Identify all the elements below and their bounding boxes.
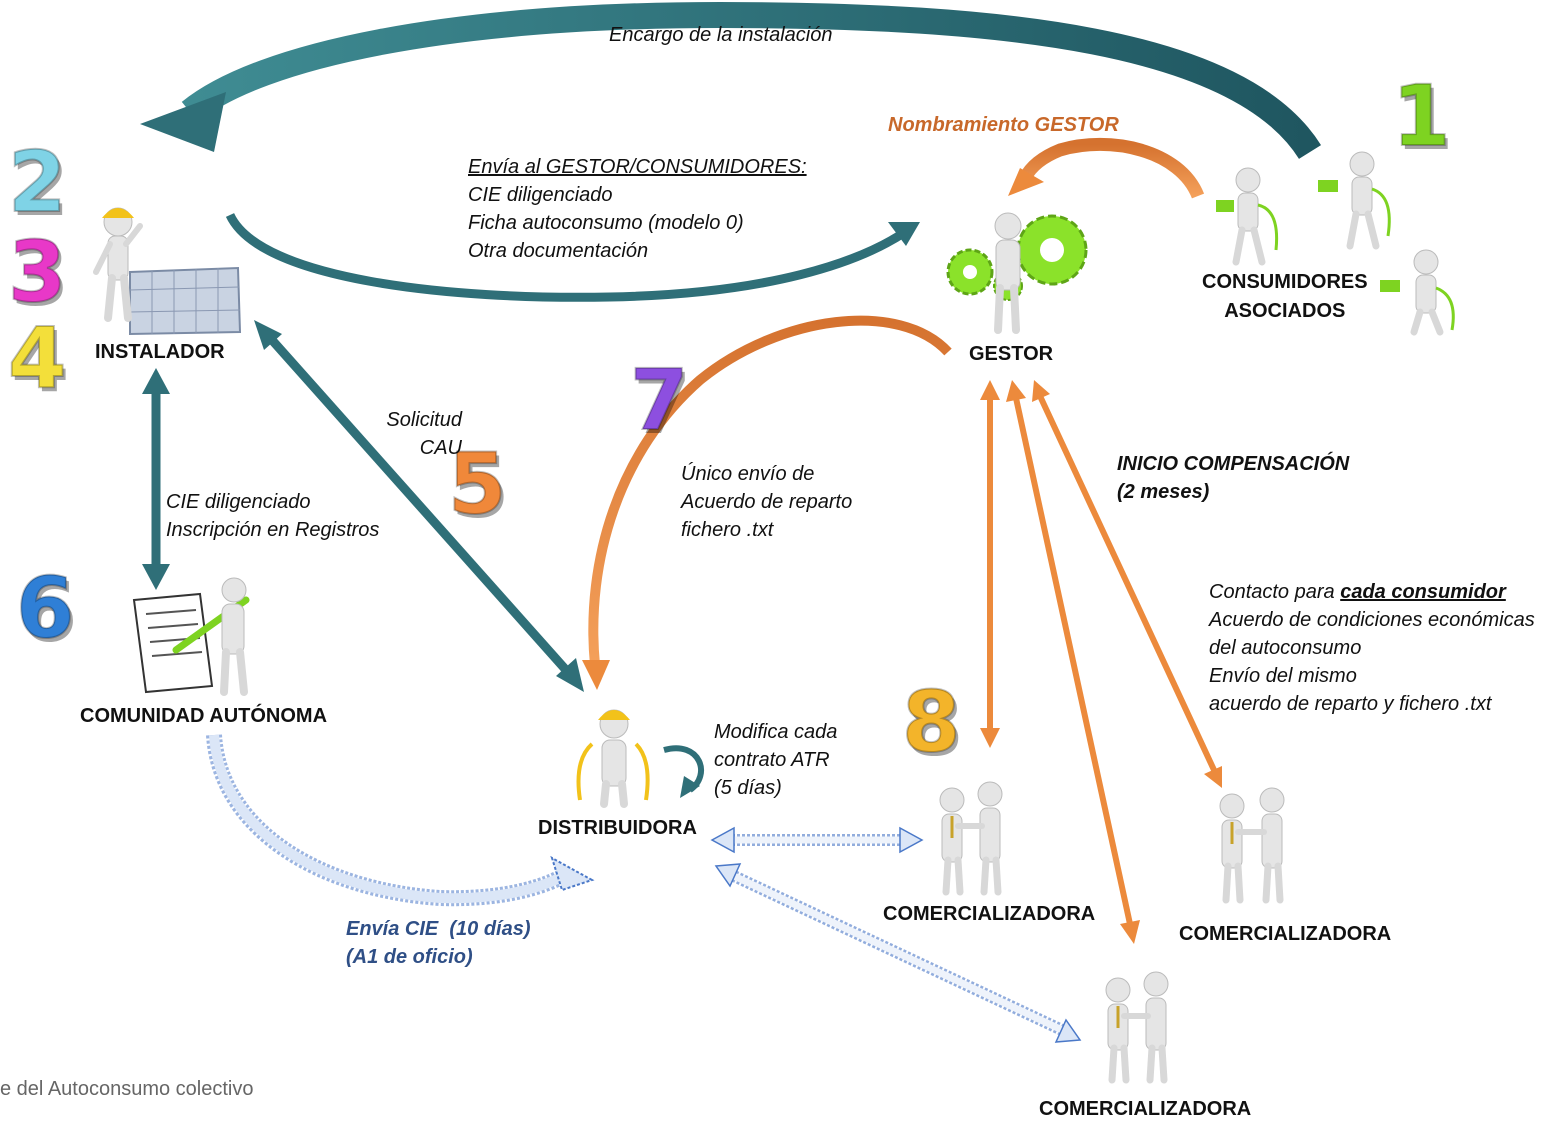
label-contacto-line: del autoconsumo: [1209, 637, 1362, 659]
label-envia-gestor-title: Envía al GESTOR/CONSUMIDORES:: [468, 156, 807, 178]
label-contacto: Contacto para cada consumidor Acuerdo de…: [1209, 578, 1535, 718]
node-comercializadora-3: COMERCIALIZADORA: [1039, 1098, 1252, 1120]
label-contacto-prefix: Contacto para: [1209, 581, 1341, 603]
gestor-distribuidora-arrowhead: [582, 660, 610, 690]
label-inicio-line: INICIO COMPENSACIÓN: [1117, 453, 1350, 475]
step-7-number: 7: [629, 351, 689, 449]
label-unico-line: Único envío de: [681, 463, 815, 485]
label-envia-cie: Envía CIE (10 días) (A1 de oficio): [346, 915, 531, 971]
label-modifica-line: (5 días): [714, 777, 782, 799]
step-8-number: 8: [901, 673, 961, 771]
encargo-arrowhead: [140, 92, 226, 152]
node-consumidores-line2: ASOCIADOS: [1224, 300, 1346, 322]
gestor-distribuidora-arrow: [588, 315, 952, 666]
comercializadora-figure-2: [1219, 787, 1285, 904]
label-solicitud-line: Solicitud: [386, 409, 462, 431]
step-5-number: 5: [447, 435, 507, 533]
comercializadora-figure-1: [939, 781, 1003, 896]
label-unico-envio: Único envío de Acuerdo de reparto ficher…: [681, 460, 852, 544]
label-envia-gestor-line: CIE diligenciado: [468, 184, 613, 206]
step-4-number: 4: [7, 309, 67, 407]
label-unico-line: Acuerdo de reparto: [681, 491, 853, 513]
comercializadora-figure-3: [1105, 971, 1169, 1084]
node-comercializadora-1: COMERCIALIZADORA: [883, 903, 1096, 925]
envia-cie-arrow: [206, 734, 575, 907]
label-envia-cie-line: (A1 de oficio): [346, 946, 473, 968]
step-1-number: 1: [1391, 67, 1451, 165]
label-contacto-line: Envío del mismo: [1209, 665, 1357, 687]
label-encargo: Encargo de la instalación: [609, 24, 833, 46]
instalador-comunidad-head-top: [142, 368, 170, 394]
label-envia-gestor: Envía al GESTOR/CONSUMIDORES: CIE dilige…: [468, 153, 807, 265]
label-envia-gestor-line: Otra documentación: [468, 240, 649, 262]
instalador-comunidad-head-bottom: [142, 564, 170, 590]
distribuidora-figure: [576, 709, 650, 808]
label-solicitud-cau: Solicitud CAU: [380, 406, 462, 462]
footer-caption: e del Autoconsumo colectivo: [0, 1078, 254, 1100]
label-cie-line: Inscripción en Registros: [166, 519, 380, 541]
label-cie-registros: CIE diligenciado Inscripción en Registro…: [166, 488, 379, 544]
nombramiento-arrow: [1019, 137, 1205, 199]
comunidad-figure: [132, 577, 250, 696]
label-modifica-line: contrato ATR: [714, 749, 830, 771]
distribuidora-comercializadora-arrows: [710, 826, 1082, 1043]
node-comunidad: COMUNIDAD AUTÓNOMA: [80, 705, 328, 727]
label-unico-line: fichero .txt: [681, 519, 774, 541]
label-modifica-contrato: Modifica cada contrato ATR (5 días): [714, 718, 837, 802]
instalador-figure: [93, 207, 242, 336]
label-contacto-emph: cada consumidor: [1340, 581, 1506, 603]
label-contacto-first-line: Contacto para cada consumidor: [1209, 578, 1535, 606]
node-distribuidora: DISTRIBUIDORA: [538, 817, 697, 839]
step-3-number: 3: [7, 223, 67, 321]
node-gestor: GESTOR: [969, 343, 1054, 365]
nombramiento-arrowhead: [1008, 168, 1044, 196]
label-cie-line: CIE diligenciado: [166, 491, 311, 513]
step-2-number: 2: [7, 133, 67, 231]
label-contacto-line: acuerdo de reparto y fichero .txt: [1209, 693, 1492, 715]
label-inicio-compensacion: INICIO COMPENSACIÓN (2 meses): [1117, 450, 1349, 506]
label-solicitud-line: CAU: [419, 437, 462, 459]
instalador-distribuidora-arrow: [268, 337, 570, 673]
label-envia-gestor-line: Ficha autoconsumo (modelo 0): [468, 212, 744, 234]
step-6-number: 6: [15, 559, 75, 657]
instalador-distribuidora-head-top: [254, 320, 282, 350]
node-consumidores-line1: CONSUMIDORES: [1202, 271, 1368, 293]
envia-gestor-arrow: [225, 212, 908, 302]
instalador-distribuidora-head-bottom: [556, 658, 584, 692]
envia-cie-arrowhead: [550, 855, 595, 892]
node-consumidores: CONSUMIDORES ASOCIADOS: [1202, 268, 1368, 326]
label-envia-cie-line: Envía CIE (10 días): [346, 918, 531, 940]
node-instalador: INSTALADOR: [95, 341, 225, 363]
consumidores-figures: [1216, 151, 1455, 336]
label-inicio-line: (2 meses): [1117, 481, 1210, 503]
envia-gestor-arrowhead: [888, 222, 920, 246]
label-nombramiento: Nombramiento GESTOR: [888, 114, 1119, 136]
encargo-arrow: [181, 1, 1322, 160]
label-contacto-line: Acuerdo de condiciones económicas: [1209, 609, 1535, 631]
gestor-comercializadora-arrows: [980, 380, 1222, 944]
label-modifica-line: Modifica cada: [714, 721, 838, 743]
node-comercializadora-2: COMERCIALIZADORA: [1179, 923, 1392, 945]
gestor-figure: [946, 212, 1088, 334]
